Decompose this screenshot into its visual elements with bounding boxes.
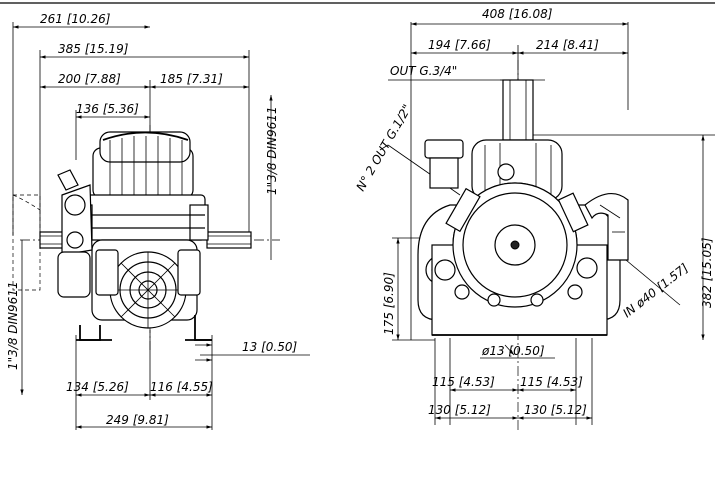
dim-hole: ø13 [0.50] — [481, 344, 545, 358]
label-inlet: IN ø40 [1.57] — [620, 261, 691, 321]
dim-194: 194 [7.66] — [428, 38, 491, 52]
label-out-second: N° 2 OUT G.1/2" — [353, 102, 414, 193]
dim-116: 116 [4.55] — [150, 380, 213, 394]
dim-115-right: 115 [4.53] — [520, 375, 583, 389]
pump-front-view — [379, 22, 715, 430]
dim-13: 13 [0.50] — [242, 340, 297, 354]
dim-shaft-right: 1"3/8 DIN9611 — [265, 106, 279, 195]
dim-134: 134 [5.26] — [66, 380, 129, 394]
dim-408: 408 [16.08] — [482, 7, 553, 21]
dim-185: 185 [7.31] — [160, 72, 223, 86]
dim-214: 214 [8.41] — [536, 38, 599, 52]
dim-136: 136 [5.36] — [76, 102, 139, 116]
dim-249: 249 [9.81] — [106, 413, 169, 427]
dim-261: 261 [10.26] — [40, 12, 111, 26]
dim-115-left: 115 [4.53] — [432, 375, 495, 389]
dim-200: 200 [7.88] — [58, 72, 121, 86]
dim-130-right: 130 [5.12] — [524, 403, 587, 417]
dim-130-left: 130 [5.12] — [428, 403, 491, 417]
dim-175: 175 [6.90] — [382, 272, 396, 335]
label-out-main: OUT G.3/4" — [390, 64, 457, 78]
dim-385: 385 [15.19] — [58, 42, 129, 56]
pump-side-view — [12, 22, 310, 430]
dim-382: 382 [15.05] — [700, 237, 714, 308]
dim-shaft-left: 1"3/8 DIN9611 — [6, 281, 20, 370]
